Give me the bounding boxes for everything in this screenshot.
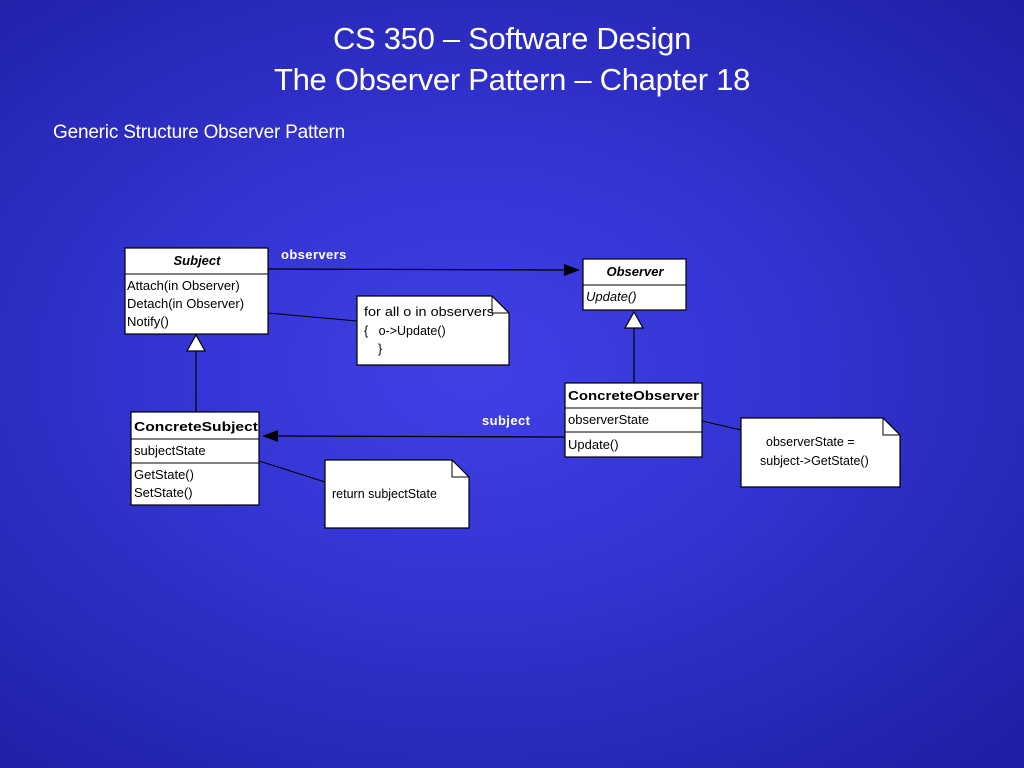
observers-association-arrowhead (564, 264, 580, 276)
getstate-note-anchor (258, 460, 326, 483)
concrete-observer-operation: Update() (568, 437, 619, 452)
concrete-subject-operation: GetState() (134, 467, 194, 482)
observer-class-name: Observer (606, 264, 664, 279)
subject-role-label: subject (482, 413, 531, 428)
getstate-note: return subjectState (324, 459, 470, 529)
notify-note-line: for all o in observers (364, 305, 494, 319)
subject-class-box: Subject Attach(in Observer) Detach(in Ob… (124, 247, 269, 335)
notify-note: for all o in observers { o->Update() } (356, 295, 510, 366)
notify-note-line: } (378, 342, 382, 356)
getstate-note-line: return subjectState (332, 487, 437, 501)
subject-association-arrowhead (262, 430, 278, 442)
concrete-subject-class-name: ConcreteSubject (134, 419, 259, 434)
subject-inheritance-triangle (185, 333, 207, 352)
subject-association-line (277, 435, 566, 438)
subject-class-name: Subject (174, 253, 222, 268)
update-note-line: subject->GetState() (760, 454, 869, 468)
slide-subtitle: Generic Structure Observer Pattern (53, 122, 346, 143)
observers-association-line (267, 268, 567, 271)
concrete-subject-class-box: ConcreteSubject subjectState GetState() … (130, 411, 260, 506)
concrete-subject-operation: SetState() (134, 485, 193, 500)
subject-operation: Attach(in Observer) (127, 278, 240, 293)
observers-role-label: observers (281, 247, 347, 262)
concrete-observer-class-box: ConcreteObserver observerState Update() (564, 382, 703, 458)
subject-operation: Detach(in Observer) (127, 296, 244, 311)
observer-operation: Update() (586, 289, 637, 304)
slide-title: CS 350 – Software Design The Observer Pa… (0, 18, 1024, 100)
subject-operation: Notify() (127, 314, 169, 329)
observer-class-box: Observer Update() (582, 258, 687, 311)
notify-note-anchor (267, 312, 358, 322)
concrete-observer-class-name: ConcreteObserver (568, 388, 699, 403)
concrete-observer-attribute: observerState (568, 412, 649, 427)
slide-title-line-1: CS 350 – Software Design (332, 21, 692, 56)
update-note-line: observerState = (766, 435, 855, 449)
update-note-anchor (701, 420, 742, 431)
slide-title-line-2: The Observer Pattern – Chapter 18 (273, 62, 751, 97)
observer-inheritance-triangle (623, 310, 645, 329)
concrete-subject-attribute: subjectState (134, 443, 206, 458)
update-note: observerState = subject->GetState() (740, 417, 901, 488)
notify-note-line: { o->Update() (364, 324, 446, 338)
